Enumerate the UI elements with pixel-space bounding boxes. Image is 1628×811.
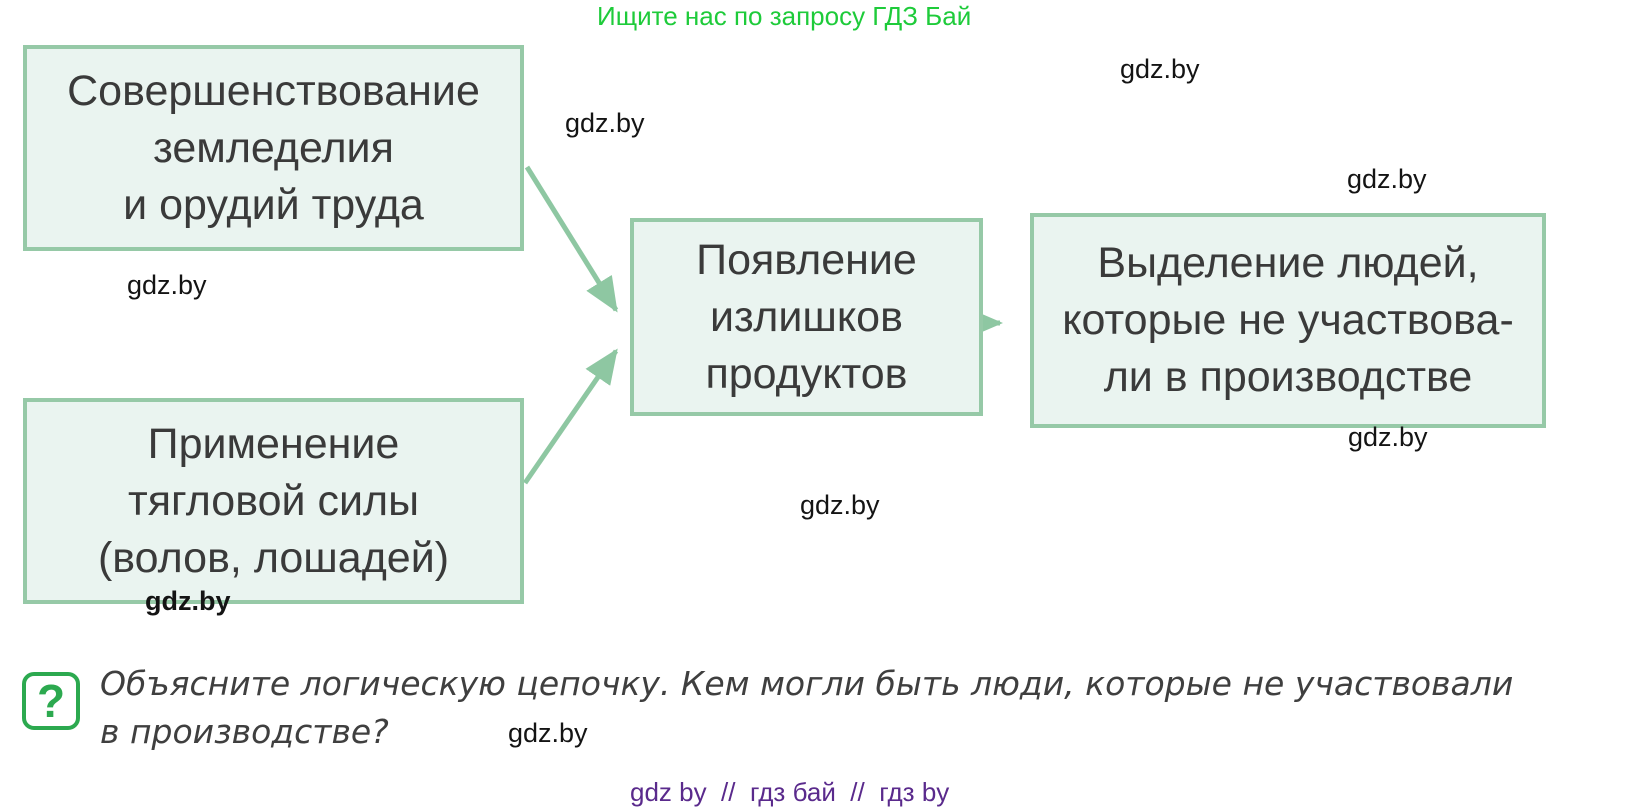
watermark: gdz.by — [1120, 54, 1200, 84]
promo-title: Ищите нас по запросу ГДЗ Бай — [597, 1, 972, 31]
watermark: gdz.by — [1348, 422, 1428, 452]
watermark: gdz.by — [1347, 164, 1427, 194]
box-line: Совершенствование — [67, 66, 480, 115]
box-line: тягловой силы — [128, 476, 419, 525]
watermark: gdz.by — [145, 586, 231, 616]
box-line: которые не участвова- — [1062, 296, 1514, 344]
box-draft-power: Применение тягловой силы (волов, лошадей… — [23, 398, 524, 604]
box-line: и орудий труда — [123, 180, 424, 229]
question-mark-icon: ? — [22, 672, 80, 730]
box-line: (волов, лошадей) — [97, 533, 450, 582]
watermark: gdz.by — [800, 490, 880, 520]
box-people-outside-production: Выделение людей, которые не участвова- л… — [1030, 213, 1546, 428]
box-line: земледелия — [153, 123, 394, 172]
question-line: Объясните логическую цепочку. Кем могли … — [100, 664, 1514, 703]
box-line: продуктов — [705, 349, 908, 398]
question-text: Объясните логическую цепочку. Кем могли … — [100, 660, 1520, 756]
box-surplus-products: Появление излишков продуктов — [630, 218, 983, 416]
box-improvement-agriculture: Совершенствование земледелия и орудий тр… — [23, 45, 524, 251]
watermark: gdz.by — [127, 270, 207, 300]
box-line: Применение — [147, 419, 400, 468]
box-line: Выделение людей, — [1097, 239, 1479, 287]
question-mark-glyph: ? — [36, 675, 66, 727]
watermark: gdz.by — [508, 718, 588, 748]
arrow-bottom-to-surplus — [522, 348, 619, 485]
box-line: излишков — [710, 292, 903, 341]
box-line: Появление — [696, 235, 917, 284]
watermark: gdz.by — [565, 108, 645, 138]
question-line: в производстве? — [100, 712, 389, 751]
arrow-top-to-surplus — [524, 165, 619, 313]
box-line: ли в производстве — [1103, 353, 1473, 401]
footer-search-tags: gdz by // гдз бай // гдз by — [630, 777, 950, 807]
